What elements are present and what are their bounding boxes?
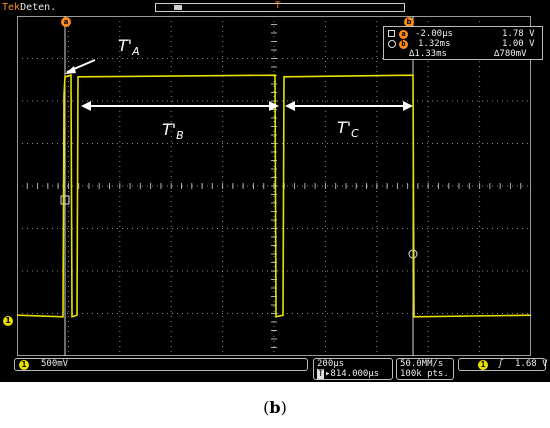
channel-1-trace <box>17 74 531 318</box>
cursor-a-point <box>60 195 70 205</box>
arrow-t-a-head <box>65 66 76 74</box>
channel-1-scale: 500mV <box>41 359 69 369</box>
cursor-b-readout: b 1.32ms 1.00 V <box>388 39 540 50</box>
label-t-a: T'A <box>118 36 140 58</box>
cursor-delta-readout: ∆1.33ms ∆780mV <box>388 49 540 60</box>
timebase-scale: 200µs <box>317 359 345 369</box>
acquisition-state: Deten. <box>20 2 57 13</box>
channel-1-ground-marker[interactable]: 1 <box>3 316 13 326</box>
arrow-t-b-left-head <box>81 101 91 111</box>
oscilloscope-screen: TekDeten. T a b 1 a -2.00µs <box>0 0 550 382</box>
record-length: 100k pts. <box>400 369 449 379</box>
top-status-bar: TekDeten. T <box>0 0 550 16</box>
cursor-b-time: 1.32ms <box>418 39 451 49</box>
arrow-t-c-left-head <box>285 101 295 111</box>
arrow-t-c-right-head <box>403 101 413 111</box>
acquisition-box[interactable]: 50.0MM/s 100k pts. <box>396 358 454 380</box>
acquisition-status: TekDeten. <box>2 2 56 13</box>
delay-icon: T <box>317 369 325 379</box>
timebase-box[interactable]: 200µs T ▸814.000µs <box>313 358 393 380</box>
caption-letter: b <box>269 398 281 417</box>
bottom-settings-bar: 1 500mV 200µs T ▸814.000µs 50.0MM/s 100k… <box>0 356 550 382</box>
trigger-position-marker: T <box>275 1 281 11</box>
horizontal-delay: ▸814.000µs <box>325 369 380 379</box>
caption-close: ) <box>280 398 287 417</box>
cursor-a-volt: 1.78 V <box>502 29 535 39</box>
channel-1-scale-box[interactable]: 1 500mV <box>14 358 308 371</box>
waveform-graticule <box>17 16 531 356</box>
cursor-a-square-icon <box>388 30 395 37</box>
trigger-settings-box[interactable]: 1 ʃ 1.68 V <box>458 358 548 371</box>
label-t-c-sub: C <box>351 127 359 141</box>
label-t-b-main: T' <box>162 120 177 139</box>
cursor-b-tag[interactable]: b <box>404 17 414 27</box>
label-t-a-main: T' <box>118 36 133 55</box>
channel-1-badge: 1 <box>19 360 29 370</box>
caption-open: ( <box>263 398 270 417</box>
cursor-a-tag[interactable]: a <box>61 17 71 27</box>
figure-caption: (b) <box>0 398 550 417</box>
label-t-c-main: T' <box>337 118 352 137</box>
trigger-source-badge: 1 <box>478 360 488 370</box>
sample-rate: 50.0MM/s <box>400 359 444 369</box>
cursor-b-badge: b <box>399 40 408 49</box>
trigger-level: 1.68 V <box>515 359 548 369</box>
cursor-a-readout: a -2.00µs 1.78 V <box>388 29 540 40</box>
cursor-b-circle-icon <box>388 40 396 48</box>
label-t-b-sub: B <box>176 129 184 143</box>
measurement-arrows <box>65 59 413 111</box>
delta-volt: ∆780mV <box>494 49 527 59</box>
delta-time: ∆1.33ms <box>409 49 447 59</box>
cursor-b-volt: 1.00 V <box>502 39 535 49</box>
cursor-readout-panel: a -2.00µs 1.78 V b 1.32ms 1.00 V ∆1.33ms… <box>383 26 543 60</box>
record-view-window[interactable] <box>174 5 182 10</box>
graticule-lines <box>17 16 531 356</box>
trigger-label: Tek <box>2 2 21 13</box>
rising-edge-icon: ʃ <box>498 359 504 369</box>
cursor-a-time: -2.00µs <box>415 29 453 39</box>
arrow-t-b-right-head <box>269 101 279 111</box>
record-view-bar[interactable] <box>155 3 405 12</box>
label-t-c: T'C <box>337 118 359 140</box>
label-t-b: T'B <box>162 120 184 142</box>
cursor-a-badge: a <box>399 30 408 39</box>
label-t-a-sub: A <box>132 45 140 59</box>
